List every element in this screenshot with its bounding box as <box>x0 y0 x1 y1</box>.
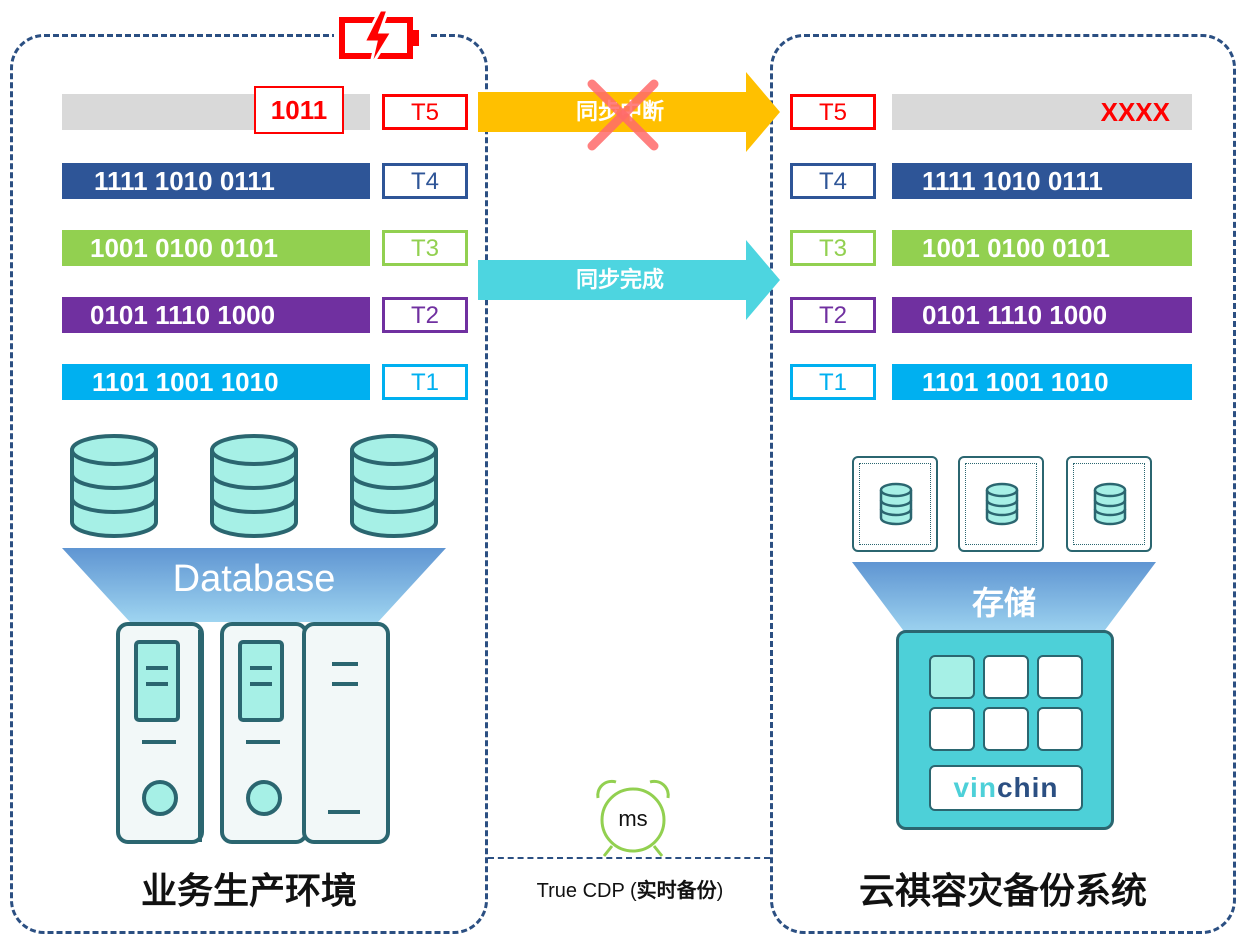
right-t2-tag: T2 <box>790 297 876 333</box>
backup-system-panel <box>770 34 1236 934</box>
database-icon <box>350 434 438 538</box>
storage-drive <box>852 456 938 552</box>
left-t2-tag: T2 <box>382 297 468 333</box>
cdp-label-prefix: True CDP ( <box>536 880 637 902</box>
left-t5-value-box: 1011 <box>254 86 344 134</box>
storage-funnel <box>852 562 1156 634</box>
storage-drive-icon <box>879 482 913 526</box>
storage-drive <box>1066 456 1152 552</box>
cdp-connector-line <box>488 857 770 859</box>
right-t1-tag: T1 <box>790 364 876 400</box>
backup-system-title: 云祺容灾备份系统 <box>858 870 1147 911</box>
right-t4-tag: T4 <box>790 163 876 199</box>
left-t2-bar: 0101 1110 1000 <box>62 297 370 333</box>
right-t3-bar: 1001 0100 0101 <box>892 230 1192 266</box>
battery-lightning-icon <box>334 8 428 70</box>
database-funnel <box>62 548 446 622</box>
sync-complete-arrow <box>478 240 780 320</box>
vinchin-logo: vinchin <box>929 765 1083 811</box>
cdp-label: True CDP (实时备份) <box>488 874 772 903</box>
left-t3-tag: T3 <box>382 230 468 266</box>
vinchin-logo-chin: chin <box>996 772 1059 803</box>
right-t5-tag: T5 <box>790 94 876 130</box>
production-environment-panel <box>10 34 488 934</box>
right-t3-tag: T3 <box>790 230 876 266</box>
cdp-label-suffix: ) <box>716 880 724 902</box>
database-icon <box>210 434 298 538</box>
right-t4-bar: 1111 1010 0111 <box>892 163 1192 199</box>
alarm-clock-icon <box>596 779 670 857</box>
appliance-tile <box>983 707 1029 751</box>
right-t5-value: XXXX <box>1100 97 1170 127</box>
left-t4-tag: T4 <box>382 163 468 199</box>
left-t4-bar: 1111 1010 0111 <box>62 163 370 199</box>
vinchin-appliance: vinchin <box>896 630 1114 830</box>
server-icon <box>116 622 390 844</box>
storage-drive <box>958 456 1044 552</box>
appliance-tile <box>929 707 975 751</box>
production-title: 业务生产环境 <box>140 870 357 911</box>
storage-drive-icon <box>985 482 1019 526</box>
clock-label: ms <box>618 806 648 831</box>
left-t5-tag: T5 <box>382 94 468 130</box>
right-t5-bar: XXXX <box>892 94 1192 130</box>
appliance-tile <box>1037 707 1083 751</box>
vinchin-logo-vin: vin <box>953 772 997 803</box>
left-t5-value: 1011 <box>270 95 328 125</box>
right-t2-bar: 0101 1110 1000 <box>892 297 1192 333</box>
cdp-label-bold: 实时备份 <box>636 880 717 902</box>
appliance-tile <box>929 655 975 699</box>
left-t1-bar: 1101 1001 1010 <box>62 364 370 400</box>
appliance-tile <box>983 655 1029 699</box>
right-t1-bar: 1101 1001 1010 <box>892 364 1192 400</box>
red-x-icon <box>587 79 659 151</box>
database-label: Database <box>172 558 336 600</box>
left-t1-tag: T1 <box>382 364 468 400</box>
sync-complete-label: 同步完成 <box>575 267 664 292</box>
storage-drive-icon <box>1093 482 1127 526</box>
database-icon <box>70 434 158 538</box>
appliance-tile <box>1037 655 1083 699</box>
left-t3-bar: 1001 0100 0101 <box>62 230 370 266</box>
storage-label: 存储 <box>971 585 1036 621</box>
